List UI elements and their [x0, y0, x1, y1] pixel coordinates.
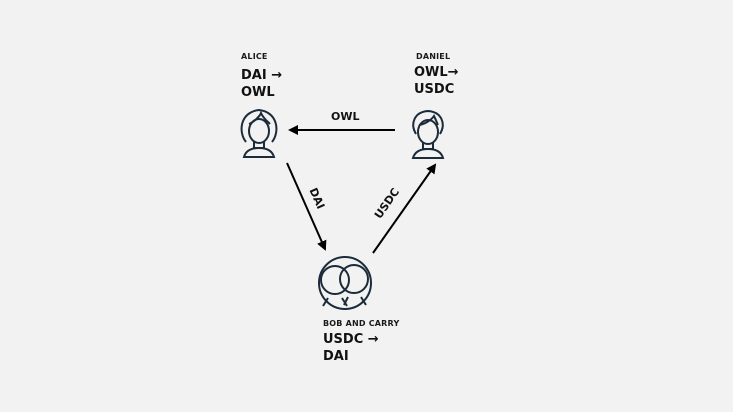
- daniel-swap-to: USDC: [414, 82, 455, 97]
- bob-and-carry-swap: USDC → DAI: [323, 331, 379, 365]
- alice-name: ALICE: [241, 52, 268, 61]
- bob-and-carry-avatar-icon: [318, 256, 372, 310]
- edge-label-owl: OWL: [331, 110, 360, 123]
- alice-swap: DAI → OWL: [241, 67, 282, 101]
- arrow-alice-to-bob: [286, 162, 327, 251]
- daniel-name: DANIEL: [416, 52, 451, 61]
- bob-and-carry-name: BOB AND CARRY: [323, 319, 400, 328]
- alice-avatar-icon: [240, 108, 278, 158]
- daniel-avatar-icon: [411, 109, 445, 159]
- alice-swap-to: OWL: [241, 85, 275, 100]
- bob-and-carry-swap-from: USDC →: [323, 332, 379, 347]
- arrow-bob-to-daniel: [372, 163, 437, 254]
- alice-swap-from: DAI →: [241, 68, 283, 83]
- daniel-swap: OWL→ USDC: [414, 64, 459, 98]
- daniel-swap-from: OWL→: [414, 65, 459, 80]
- bob-and-carry-swap-to: DAI: [323, 349, 349, 364]
